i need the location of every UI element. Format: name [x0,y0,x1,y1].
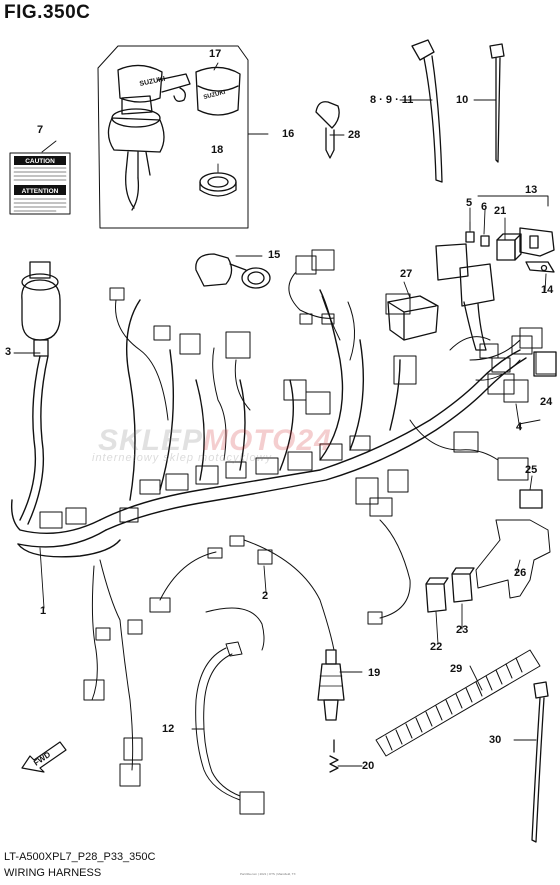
connector-3 [21,261,61,357]
callout-5: 5 [466,197,473,209]
cable-tie-30 [531,681,549,843]
fwd-text: FWD [32,750,52,768]
relay-21 [496,233,522,261]
callout-17: 17 [209,48,222,60]
callout-21: 21 [494,205,507,217]
callout-14: 14 [541,284,554,296]
callout-29: 29 [450,663,463,675]
cap-brand-text: SUZUKI [203,90,226,101]
cable-tie [489,43,505,163]
connector-bundle [39,249,557,787]
copyright-text: Partzilla.com | 2021 | OTS | Mansfield, … [240,872,296,876]
callout-30: 30 [489,734,502,746]
socket-15 [195,253,271,289]
callout-19: 19 [368,667,381,679]
callout-2: 2 [262,590,269,602]
spring-20 [329,739,339,773]
fwd-arrow-icon [21,741,67,773]
corrugated-tube [375,649,541,757]
watermark-tagline: internetowy sklep motocyklowy [92,452,273,464]
callout-12: 12 [162,723,175,735]
harness-clamp [411,39,443,183]
callout-23: 23 [456,624,469,636]
fuse-box [435,243,495,351]
watermark-brand: SKLEPMOTO24 [98,424,332,457]
key-brand-text: SUZUKI [139,76,166,88]
caution-text: CAUTION [25,158,55,165]
callout-24: 24 [540,396,553,408]
ignition-group-outline [97,45,249,229]
relay-27 [387,295,439,341]
connector-22 [425,577,449,613]
sensor-19 [317,649,345,721]
callout-26: 26 [514,567,527,579]
callout-13: 13 [525,184,538,196]
callout-6: 6 [481,201,488,213]
figure-title: FIG.350C [4,2,91,23]
callout-18: 18 [211,144,224,156]
bracket-26 [475,519,551,599]
fuse-box-cover [519,227,555,257]
bracket-14 [525,261,555,273]
callout-7: 7 [37,124,44,136]
ignition-cap [195,66,241,116]
connector-24 [533,351,557,377]
key [315,101,340,159]
callout-8-9-11: 8 · 9 · 11 [370,94,414,106]
callout-16: 16 [282,128,295,140]
connector-25 [519,489,543,509]
ignition-switch [107,64,191,211]
attention-text: ATTENTION [22,188,59,195]
callout-28: 28 [348,129,361,141]
diagram-caption: WIRING HARNESS [4,867,102,879]
sub-harness-12 [195,607,265,815]
callout-4: 4 [516,421,523,433]
main-harness [10,289,527,558]
callout-27: 27 [400,268,413,280]
callout-3: 3 [5,346,12,358]
callout-1: 1 [40,605,47,617]
callout-10: 10 [456,94,469,106]
fuse-group-bracket [477,195,549,207]
connector-2 [257,549,273,565]
fuse-6 [480,235,490,247]
connector-23 [451,567,475,603]
callout-20: 20 [362,760,375,772]
caution-label-sticker [9,152,71,215]
ignition-nut [199,172,237,197]
callout-22: 22 [430,641,443,653]
callout-25: 25 [525,464,538,476]
model-code: LT-A500XPL7_P28_P33_350C [4,851,156,863]
callout-15: 15 [268,249,281,261]
